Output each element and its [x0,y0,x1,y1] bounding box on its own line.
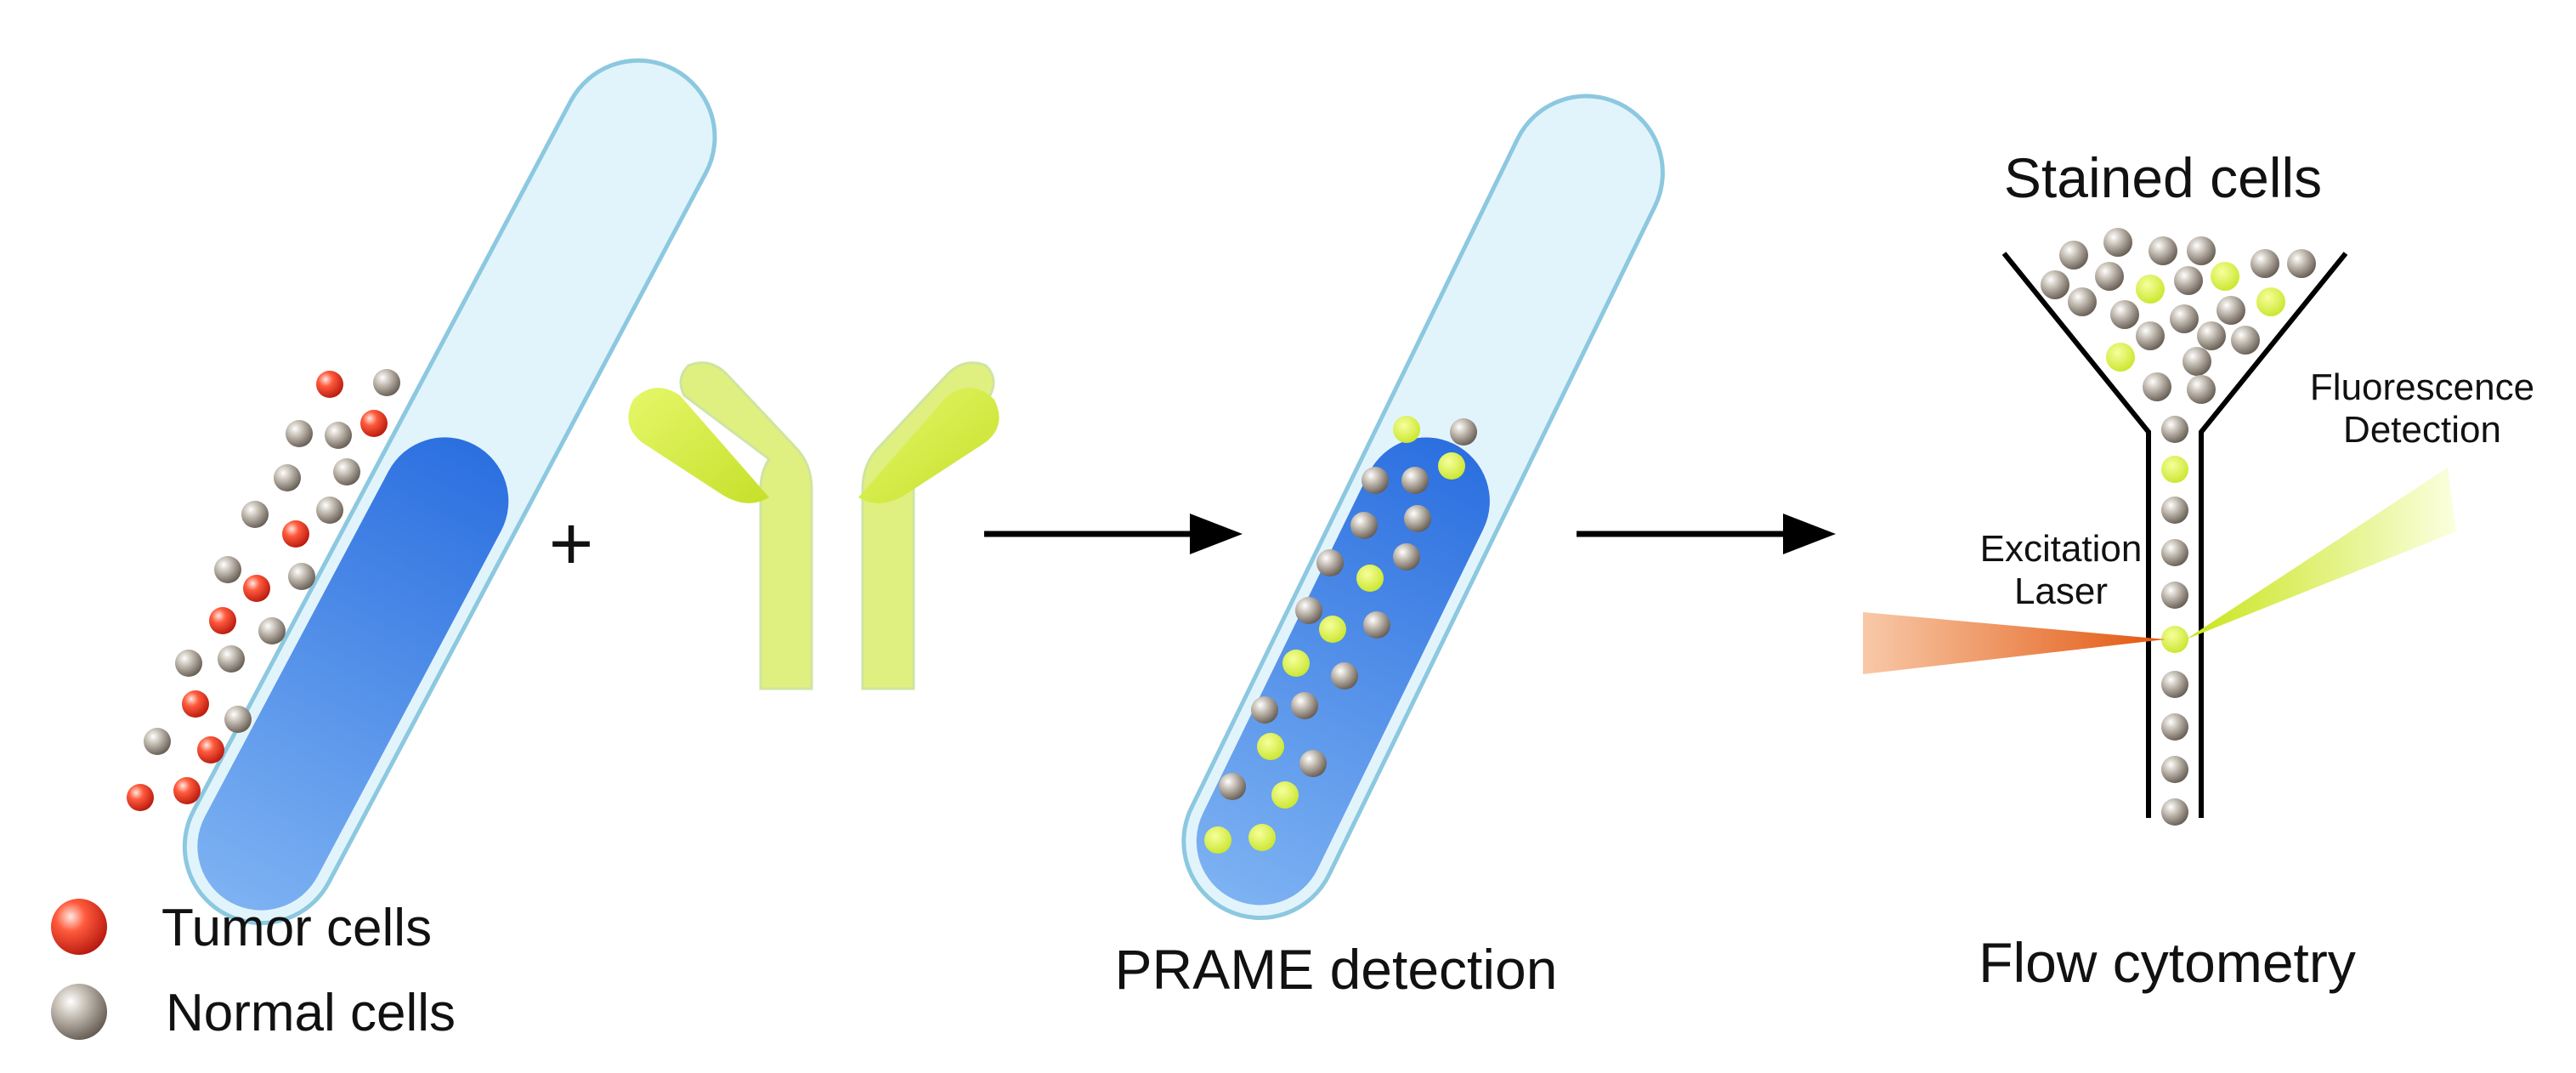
normal-cell [333,458,360,485]
fluorescence-beam [2186,468,2456,639]
excitation-laser-beam [1863,612,2166,674]
normal-cell [373,369,400,396]
tumor-cell [243,575,270,602]
stained-cell [1248,824,1276,851]
stained-cell [1204,826,1231,854]
normal-cell [1295,597,1322,624]
stained-cell [1319,616,1346,643]
legend-tumor-label: Tumor cells [161,899,432,957]
normal-cell [1404,505,1431,532]
stained-cell [1438,452,1465,480]
stained-cell [1282,650,1310,677]
legend-normal-swatch [51,984,107,1040]
tube-stained-cells [1204,416,1477,854]
fluorescence-label-line1: Fluorescence [2310,366,2534,408]
tumor-cell [197,736,224,764]
funnel-cells [2041,228,2316,404]
stained-cells-label: Stained cells [2004,146,2322,209]
excitation-label-line2: Laser [2014,571,2108,612]
tumor-cell [360,410,388,437]
right-arrow-icon [984,514,1243,554]
detected-stained-cell [2161,626,2188,653]
tumor-cell [282,520,309,548]
normal-cell [1350,512,1378,539]
tube-liquid [197,437,509,911]
channel-cells [2161,416,2188,826]
right-arrow-icon [1577,514,1836,554]
fluorescence-label-line2: Detection [2343,409,2501,451]
legend-tumor-swatch [51,899,107,955]
normal-cell [218,645,245,673]
antibody-left-light-chain [628,388,769,503]
normal-cell [214,556,241,583]
normal-cell [241,501,269,528]
legend: Tumor cells Normal cells [51,899,456,1042]
normal-cell [1362,467,1389,494]
y-shaped-antibody-icon [628,361,999,690]
tube-sample-cells [127,369,400,811]
legend-normal-label: Normal cells [166,984,456,1042]
stained-cell [1393,416,1420,443]
normal-cell [1331,662,1358,690]
normal-cell [1450,418,1477,446]
flow-cytometry-label: Flow cytometry [1979,931,2356,994]
antibody-left-arm [679,361,813,690]
normal-cell [274,464,301,491]
tumor-cell [173,777,201,804]
prame-detection-label: PRAME detection [1115,938,1558,1001]
tumor-cell [209,607,236,634]
normal-cell [1363,611,1390,639]
funnel-icon [2001,252,2348,818]
test-tube-sample [182,58,717,926]
normal-cell [1401,467,1429,494]
normal-cell [1393,543,1420,571]
normal-cell [258,617,286,644]
tumor-cell [182,690,209,718]
normal-cell [325,422,352,449]
normal-cell [1219,773,1246,800]
tumor-cell [127,784,154,811]
antibody-right-light-chain [858,388,999,503]
plus-sign: + [549,502,594,587]
normal-cell [175,650,202,677]
stained-cell [1257,733,1284,760]
stained-cell [1356,565,1384,592]
normal-cell [1299,750,1327,777]
normal-cell [144,728,171,755]
normal-cell [286,420,313,447]
normal-cell [1251,696,1278,724]
tumor-cell [316,371,343,398]
normal-cell [1291,692,1318,719]
normal-cell [1316,549,1344,576]
normal-cell [316,497,343,524]
normal-cell [224,706,252,733]
excitation-label-line1: Excitation [1980,528,2143,570]
stained-cell [1271,781,1299,809]
normal-cell [288,563,315,590]
